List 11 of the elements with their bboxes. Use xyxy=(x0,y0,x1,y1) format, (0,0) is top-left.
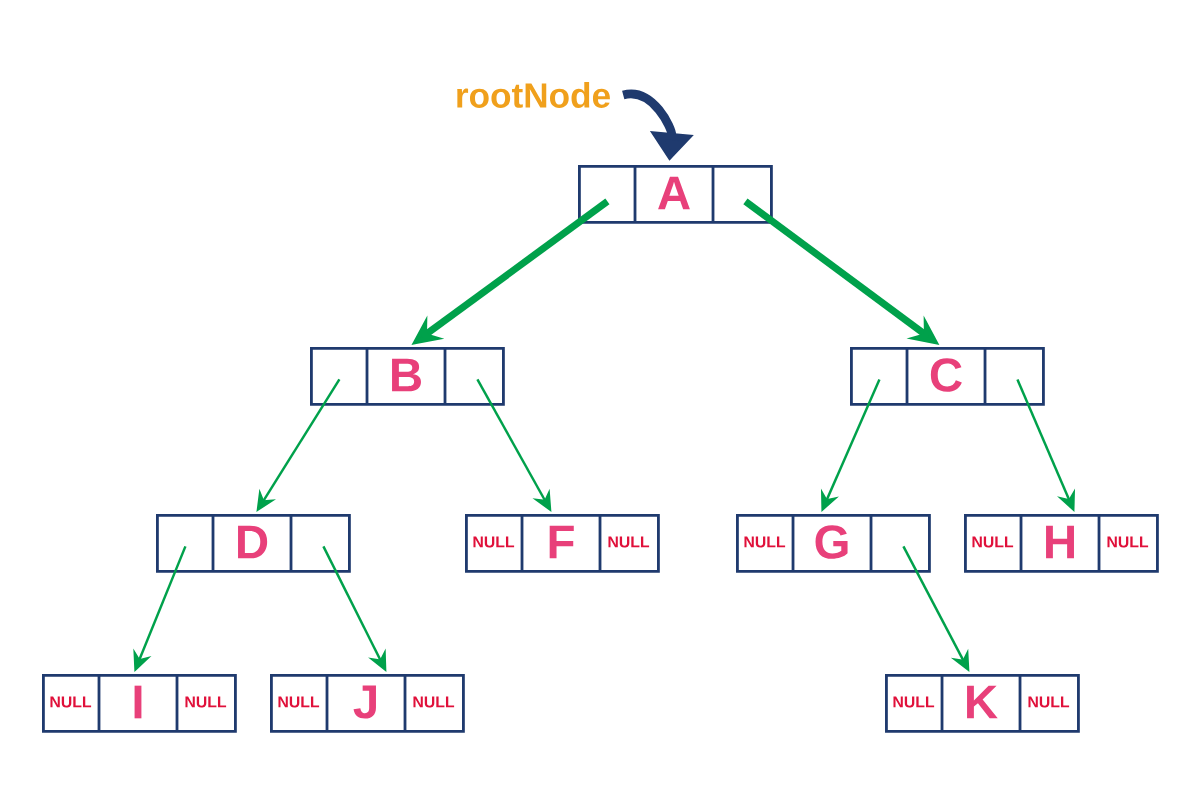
record-box: D xyxy=(156,514,351,573)
record-box: NULL J NULL xyxy=(270,674,465,733)
record-box: NULL H NULL xyxy=(964,514,1159,573)
record-box: NULL K NULL xyxy=(885,674,1080,733)
root-label: rootNode xyxy=(457,82,610,108)
record-box: C xyxy=(850,347,1045,406)
record-box: B xyxy=(310,347,505,406)
record-box: NULL F NULL xyxy=(465,514,660,573)
record-box: NULL I NULL xyxy=(42,674,237,733)
record-box: A xyxy=(578,165,773,224)
record-box: NULL G xyxy=(736,514,931,573)
